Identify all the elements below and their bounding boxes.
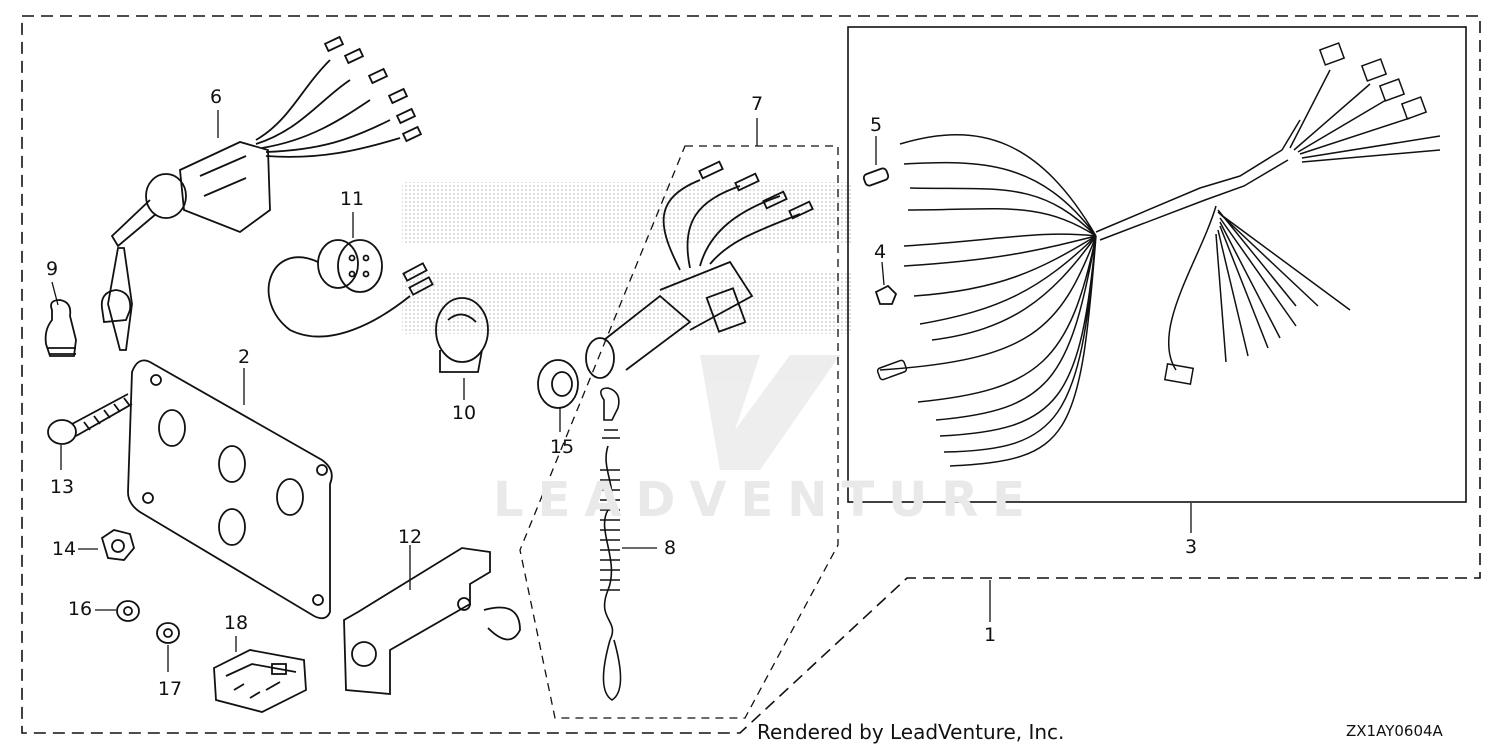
callout-3: 3 bbox=[1184, 536, 1198, 558]
brand-watermark bbox=[402, 182, 852, 470]
callout-2: 2 bbox=[237, 346, 251, 368]
ignition-switch-part-6 bbox=[100, 35, 423, 351]
nut-part-14 bbox=[100, 529, 135, 561]
clamp-part-10 bbox=[435, 297, 489, 373]
buzzer-part-11 bbox=[267, 239, 434, 338]
callout-14: 14 bbox=[51, 538, 77, 560]
bracket-part-12 bbox=[343, 547, 521, 695]
callout-9: 9 bbox=[45, 258, 59, 280]
callout-13: 13 bbox=[49, 476, 75, 498]
callout-8: 8 bbox=[663, 537, 677, 559]
cap-part-4 bbox=[874, 284, 898, 305]
clip-part-9 bbox=[44, 299, 77, 357]
callout-18: 18 bbox=[223, 612, 249, 634]
watermark-text: LEADVENTURE bbox=[493, 472, 1039, 528]
nut-part-15 bbox=[537, 359, 579, 409]
mounting-plate-part-2 bbox=[127, 359, 333, 620]
pin-part-5 bbox=[862, 167, 890, 187]
callout-5: 5 bbox=[869, 114, 883, 136]
callout-11: 11 bbox=[339, 188, 365, 210]
callout-6: 6 bbox=[209, 86, 223, 108]
callout-16: 16 bbox=[67, 598, 93, 620]
callout-17: 17 bbox=[157, 678, 183, 700]
render-credit: Rendered by LeadVenture, Inc. bbox=[757, 720, 1065, 744]
connector-part-18 bbox=[213, 649, 307, 713]
diagram-code: ZX1AY0604A bbox=[1346, 722, 1443, 740]
harness-frame-3 bbox=[847, 26, 1467, 503]
lanyard-part-8 bbox=[600, 387, 622, 701]
washer-part-16 bbox=[116, 600, 140, 622]
callout-15: 15 bbox=[549, 436, 575, 458]
leader-lines bbox=[51, 110, 1192, 672]
callout-7: 7 bbox=[750, 93, 764, 115]
assembly-frame-dashed bbox=[21, 15, 1481, 734]
callout-10: 10 bbox=[451, 402, 477, 424]
callout-1: 1 bbox=[983, 624, 997, 646]
callout-12: 12 bbox=[397, 526, 423, 548]
washer-part-17 bbox=[156, 622, 180, 644]
callout-4: 4 bbox=[873, 241, 887, 263]
screw-part-13 bbox=[47, 393, 133, 445]
group-frame-7 bbox=[519, 145, 839, 719]
wire-harness-part-3 bbox=[876, 42, 1441, 467]
stop-switch-part-7 bbox=[585, 160, 814, 379]
